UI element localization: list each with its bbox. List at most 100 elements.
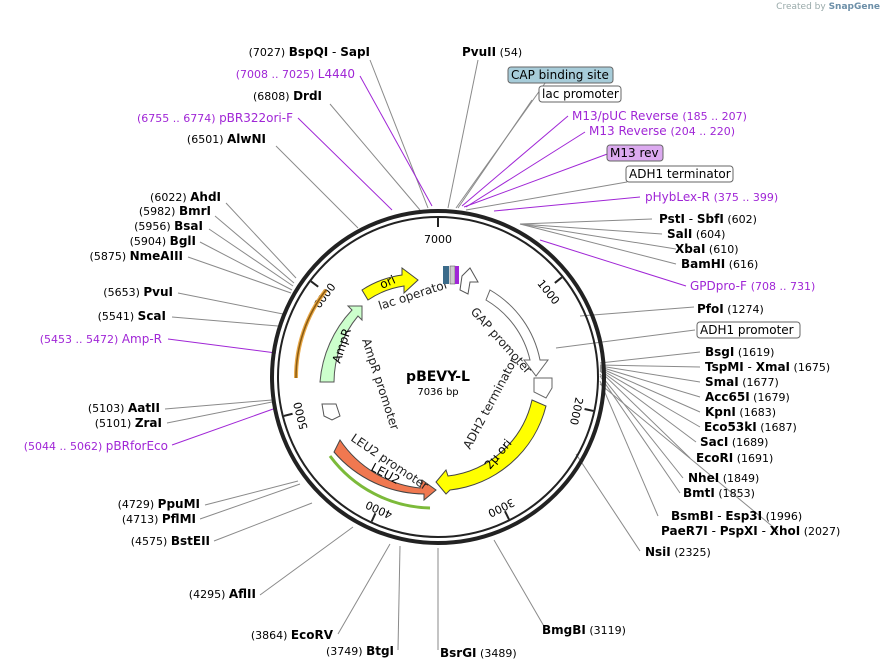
- primer-label-amp-r[interactable]: (5453 .. 5472) Amp-R: [40, 332, 162, 346]
- enzyme-name: SmaI: [705, 375, 739, 389]
- feature-2u-ori[interactable]: [435, 399, 547, 495]
- enzyme-name: XbaI: [675, 242, 705, 256]
- enzyme-label-kpni[interactable]: KpnI (1683): [705, 405, 776, 419]
- ruler-label: 3000: [486, 496, 517, 520]
- primer-label-pbrforeco[interactable]: (5044 .. 5062) pBRforEco: [24, 439, 168, 453]
- enzyme-separator: -: [685, 212, 697, 226]
- enzyme-label-sali[interactable]: SalI (604): [667, 227, 725, 241]
- enzyme-label-bsai[interactable]: (5956) BsaI: [134, 219, 203, 233]
- enzyme-label-acc65i[interactable]: Acc65I (1679): [705, 390, 790, 404]
- primer-label-gpdpro-f[interactable]: GPDpro-F (708 .. 731): [690, 279, 815, 293]
- enzyme-name: BsrGI: [440, 646, 477, 660]
- enzyme-position: (4713): [122, 513, 162, 526]
- enzyme-label-bspqi[interactable]: (7027) BspQI - SapI: [249, 45, 370, 59]
- enzyme-label-xbai[interactable]: XbaI (610): [675, 242, 738, 256]
- enzyme-name: PaeR7I: [661, 524, 708, 538]
- enzyme-label-tspmi[interactable]: TspMI - XmaI (1675): [705, 360, 830, 374]
- enzyme-name: TspMI: [705, 360, 744, 374]
- enzyme-position: (54): [496, 46, 522, 59]
- enzyme-position: (1996): [762, 510, 802, 523]
- site-labels: (7027) BspQI - SapI PvuII (54) (6808) DrdI…: [24, 45, 841, 660]
- enzyme-label-alwni[interactable]: (6501) AlwNI: [187, 132, 266, 146]
- enzyme-label-bamhi[interactable]: BamHI (616): [681, 257, 758, 271]
- enzyme-label-ecorv[interactable]: (3864) EcoRV: [251, 628, 334, 642]
- ruler-label: 2000: [567, 396, 586, 426]
- enzyme-label-btgi[interactable]: (3749) BtgI: [326, 644, 394, 658]
- enzyme-label-bsmbi[interactable]: BsmBI - Esp3I (1996): [671, 509, 802, 523]
- enzyme-label-saci[interactable]: SacI (1689): [700, 435, 768, 449]
- enzyme-label-bsrgi[interactable]: BsrGI (3489): [440, 646, 517, 660]
- enzyme-separator: -: [758, 524, 770, 538]
- enzyme-label-aatii[interactable]: (5103) AatII: [88, 401, 160, 415]
- enzyme-label-zrai[interactable]: (5101) ZraI: [95, 416, 162, 430]
- enzyme-label-nhei[interactable]: NheI (1849): [688, 471, 759, 485]
- primer-label-m13-reverse[interactable]: M13 Reverse (204 .. 220): [589, 124, 735, 138]
- orange-primer-arc-inner: [295, 289, 327, 379]
- enzyme-name-alt: SapI: [340, 45, 370, 59]
- enzyme-label-ahdi[interactable]: (6022) AhdI: [150, 190, 221, 204]
- enzyme-label-bsgi[interactable]: BsgI (1619): [705, 345, 774, 359]
- primer-label-l4440[interactable]: (7008 .. 7025) L4440: [236, 67, 355, 81]
- feature-ori[interactable]: [361, 267, 419, 301]
- enzyme-label-aflii[interactable]: (4295) AflII: [189, 587, 256, 601]
- feature-leu2[interactable]: [333, 439, 437, 502]
- enzyme-position: (1849): [719, 472, 759, 485]
- enzyme-label-bmri[interactable]: (5982) BmrI: [139, 204, 211, 218]
- ampr-promoter-mark: [321, 403, 341, 421]
- enzyme-name: EcoRI: [696, 451, 733, 465]
- feature-ampr[interactable]: [319, 305, 363, 383]
- enzyme-position: (6501): [187, 133, 227, 146]
- primer-label-m13-puc-reverse[interactable]: M13/pUC Reverse (185 .. 207): [572, 109, 747, 123]
- enzyme-label-eco53ki[interactable]: Eco53kI (1687): [704, 420, 797, 434]
- enzyme-label-nmeaiii[interactable]: (5875) NmeAIII: [90, 249, 183, 263]
- ruler-label: 5000: [291, 400, 310, 430]
- enzyme-position: (1683): [736, 406, 776, 419]
- enzyme-position: (602): [724, 213, 757, 226]
- credit-text: Created by: [776, 2, 826, 12]
- lac-promoter-mark: [449, 265, 456, 285]
- enzyme-label-bgli[interactable]: (5904) BglI: [130, 234, 196, 248]
- enzyme-label-ecori[interactable]: EcoRI (1691): [696, 451, 773, 465]
- m13-rev-box[interactable]: [606, 144, 664, 162]
- enzyme-position: (1619): [734, 346, 774, 359]
- enzyme-label-pvui[interactable]: (5653) PvuI: [103, 285, 173, 299]
- primer-label-phyblex-r[interactable]: pHybLex-R (375 .. 399): [645, 190, 778, 204]
- enzyme-label-paer7i[interactable]: PaeR7I - PspXI - XhoI (2027): [661, 524, 840, 538]
- snapgene-logo: SnapGene: [828, 2, 880, 12]
- cap-binding-site-box[interactable]: [507, 66, 614, 84]
- primer-name: pBRforEco: [106, 439, 168, 453]
- primer-label-pbr322ori-f[interactable]: (6755 .. 6774) pBR322ori-F: [137, 111, 293, 125]
- enzyme-label-bsteii[interactable]: (4575) BstEII: [131, 534, 210, 548]
- enzyme-label-bmti[interactable]: BmtI (1853): [683, 486, 755, 500]
- enzyme-name-alt: XmaI: [756, 360, 790, 374]
- primer-name: pBR322ori-F: [219, 111, 293, 125]
- enzyme-label-bmgbi[interactable]: BmgBI (3119): [542, 623, 626, 637]
- adh1-terminator-box[interactable]: [625, 165, 734, 183]
- enzyme-name: SalI: [667, 227, 692, 241]
- feature-gap-promoter[interactable]: [485, 289, 549, 377]
- backbone-outer: [270, 209, 606, 545]
- adh1-promoter-box[interactable]: [696, 321, 801, 339]
- enzyme-name: BsmBI: [671, 509, 713, 523]
- enzyme-label-psti[interactable]: PstI - SbfI (602): [659, 212, 757, 226]
- feature-ampr-promoter-label: AmpR promoter: [359, 337, 402, 432]
- enzyme-label-ppumi[interactable]: (4729) PpuMI: [118, 497, 200, 511]
- lac-promoter-box[interactable]: [538, 85, 622, 103]
- enzyme-label-pvuii[interactable]: PvuII (54): [462, 45, 522, 59]
- enzyme-name-alt: Esp3I: [725, 509, 762, 523]
- adh1-promoter-label: ADH1 promoter: [700, 323, 794, 337]
- enzyme-label-pfoi[interactable]: PfoI (1274): [697, 302, 764, 316]
- enzyme-separator: -: [713, 509, 725, 523]
- enzyme-label-scai[interactable]: (5541) ScaI: [98, 309, 166, 323]
- enzyme-label-pflmi[interactable]: (4713) PflMI: [122, 512, 196, 526]
- enzyme-position: (5653): [103, 286, 143, 299]
- backbone-inner: [277, 216, 599, 538]
- enzyme-label-drdi[interactable]: (6808) DrdI: [253, 89, 322, 103]
- enzyme-label-smai[interactable]: SmaI (1677): [705, 375, 779, 389]
- primer-range: (5453 .. 5472): [40, 333, 122, 346]
- enzyme-position: (2325): [671, 546, 711, 559]
- enzyme-position: (3864): [251, 629, 291, 642]
- primer-range: (6755 .. 6774): [137, 112, 219, 125]
- primer-range: (204 .. 220): [671, 125, 736, 138]
- enzyme-label-nsii[interactable]: NsiI (2325): [645, 545, 711, 559]
